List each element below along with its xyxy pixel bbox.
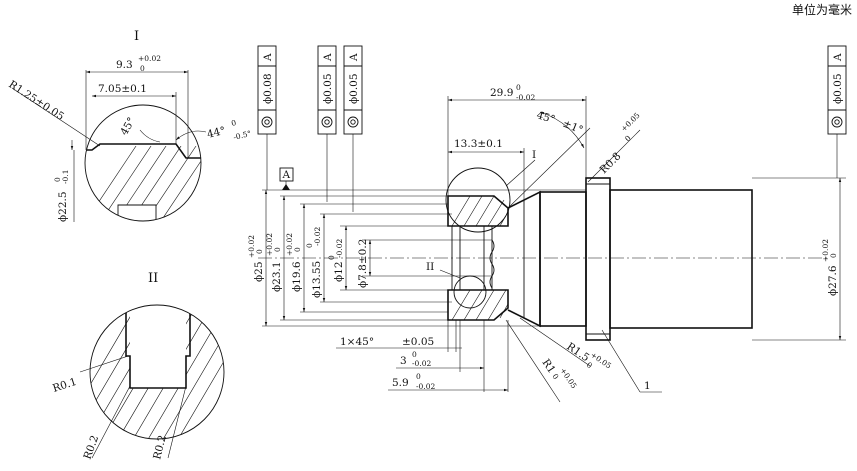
dim-d23: ϕ23.1 bbox=[271, 261, 283, 292]
detail-I-label: I bbox=[134, 29, 139, 44]
dim-d12: ϕ12 bbox=[333, 261, 345, 282]
dim-len-3-tol-low: -0.02 bbox=[412, 359, 431, 368]
tolerance-frame-1: A ϕ0.08 bbox=[257, 45, 277, 190]
datum-A: A bbox=[279, 167, 294, 190]
dim-d27-tol-low: 0 bbox=[829, 253, 838, 258]
callout-II: II bbox=[426, 261, 434, 273]
dim-r15: R1.5 bbox=[564, 341, 591, 365]
dim-d25: ϕ25 bbox=[253, 261, 265, 282]
detail-I-angle-outer-tol-up: 0 bbox=[230, 118, 237, 128]
tolerance-frame-4: A ϕ0.05 bbox=[827, 45, 847, 178]
dim-chamfer-angle-tol: ±1° bbox=[561, 118, 585, 137]
dim-r-top: R0.8 bbox=[598, 150, 624, 176]
detail-I-width: 9.3 bbox=[116, 59, 133, 71]
tolerance-frame-4-value: ϕ0.05 bbox=[832, 73, 844, 104]
position-symbol-2 bbox=[321, 116, 333, 128]
dim-len-total: 29.9 bbox=[490, 87, 513, 99]
part-balloon: 1 bbox=[644, 380, 651, 392]
tolerance-frame-1-datum: A bbox=[262, 53, 274, 62]
tolerance-frame-4-datum: A bbox=[832, 53, 844, 62]
dim-d12-tol-up: 0 bbox=[327, 255, 336, 260]
dim-len-3-tol-up: 0 bbox=[412, 350, 417, 359]
dim-d23-tol-up: +0.02 bbox=[265, 233, 274, 256]
dim-d7: ϕ7.8±0.2 bbox=[357, 239, 369, 288]
dim-d27: ϕ27.6 bbox=[827, 265, 839, 296]
detail-I-diameter-tol-up: 0 bbox=[53, 177, 62, 182]
ring-section-top bbox=[447, 195, 509, 227]
tolerance-frame-2-value: ϕ0.05 bbox=[322, 73, 334, 104]
dim-len-59: 5.9 bbox=[392, 377, 409, 389]
dim-d19-tol-low: 0 bbox=[293, 247, 302, 252]
position-symbol-3 bbox=[347, 116, 359, 128]
dim-r15-tol-up: +0.05 bbox=[589, 350, 613, 370]
dim-len-3: 3 bbox=[400, 355, 407, 367]
tolerance-frame-2: A ϕ0.05 bbox=[317, 45, 337, 202]
dim-r1-tol-low: 0 bbox=[550, 372, 560, 381]
dim-d19: ϕ19.6 bbox=[291, 261, 303, 292]
dim-d23-tol-low: 0 bbox=[273, 247, 282, 252]
dim-d13-tol-up: 0 bbox=[305, 243, 314, 248]
dim-chamfer: 1×45° bbox=[340, 336, 374, 348]
tolerance-frame-2-datum: A bbox=[322, 53, 334, 62]
datum-A-letter: A bbox=[282, 169, 291, 181]
dim-d25-tol-low: 0 bbox=[255, 249, 264, 254]
tolerance-frame-3-value: ϕ0.05 bbox=[348, 73, 360, 104]
unit-note: 单位为毫米 bbox=[792, 2, 852, 17]
detail-I-inner: 7.05±0.1 bbox=[98, 83, 147, 95]
detail-I-radius: R1.25±0.05 bbox=[6, 78, 66, 123]
tolerance-frame-1-value: ϕ0.08 bbox=[262, 73, 274, 104]
dim-d13: ϕ13.55 bbox=[311, 261, 323, 298]
dim-r15-tol-low: 0 bbox=[585, 360, 594, 370]
ring-section-bottom bbox=[447, 289, 509, 321]
detail-I-diameter-tol-low: -0.1 bbox=[61, 170, 70, 184]
detail-II-label: II bbox=[148, 271, 158, 286]
dim-chamfer-tol: ±0.05 bbox=[402, 336, 434, 348]
main-part-view: I II bbox=[247, 83, 846, 403]
dim-d25-tol-up: +0.02 bbox=[247, 235, 256, 258]
dim-r-top-tol-low: 0 bbox=[623, 134, 633, 144]
tolerance-frame-3: A ϕ0.05 bbox=[343, 45, 363, 212]
dim-len-59-tol-low: -0.02 bbox=[416, 382, 435, 391]
detail-II-r-bl: R0.2 bbox=[82, 434, 102, 461]
dim-d27-tol-up: +0.02 bbox=[821, 239, 830, 262]
detail-I-angle-outer: 44° bbox=[206, 125, 227, 141]
dim-d12-tol-low: -0.02 bbox=[335, 239, 344, 258]
detail-I-width-tol-low: 0 bbox=[140, 64, 145, 73]
dim-len-total-tol-up: 0 bbox=[516, 83, 521, 92]
position-symbol-1 bbox=[261, 116, 273, 128]
detail-II-r-br: R0.2 bbox=[151, 434, 169, 461]
callout-I: I bbox=[532, 149, 536, 161]
dim-r1-tol-up: +0.05 bbox=[558, 366, 578, 390]
detail-I-diameter: ϕ22.5 bbox=[57, 191, 69, 222]
tolerance-frame-3-datum: A bbox=[348, 53, 360, 62]
dim-r-top-tol-up: +0.05 bbox=[619, 111, 642, 134]
detail-I-width-tol-up: +0.02 bbox=[138, 54, 161, 63]
dim-len-59-tol-up: 0 bbox=[416, 372, 421, 381]
dim-len-13: 13.3±0.1 bbox=[454, 138, 503, 150]
detail-II: II R0.1 R0.2 R0.2 bbox=[51, 271, 225, 461]
dim-chamfer-angle: 45° bbox=[535, 109, 556, 126]
dim-d19-tol-up: +0.02 bbox=[285, 233, 294, 256]
detail-II-r-top: R0.1 bbox=[51, 376, 78, 395]
dim-len-total-tol-low: -0.02 bbox=[516, 93, 535, 102]
detail-I: I 9.3 +0.02 0 7.05±0 bbox=[6, 29, 252, 222]
detail-I-angle-outer-tol-low: -0.5° bbox=[232, 129, 252, 142]
dim-d13-tol-low: -0.02 bbox=[313, 227, 322, 246]
position-symbol-4 bbox=[831, 116, 843, 128]
